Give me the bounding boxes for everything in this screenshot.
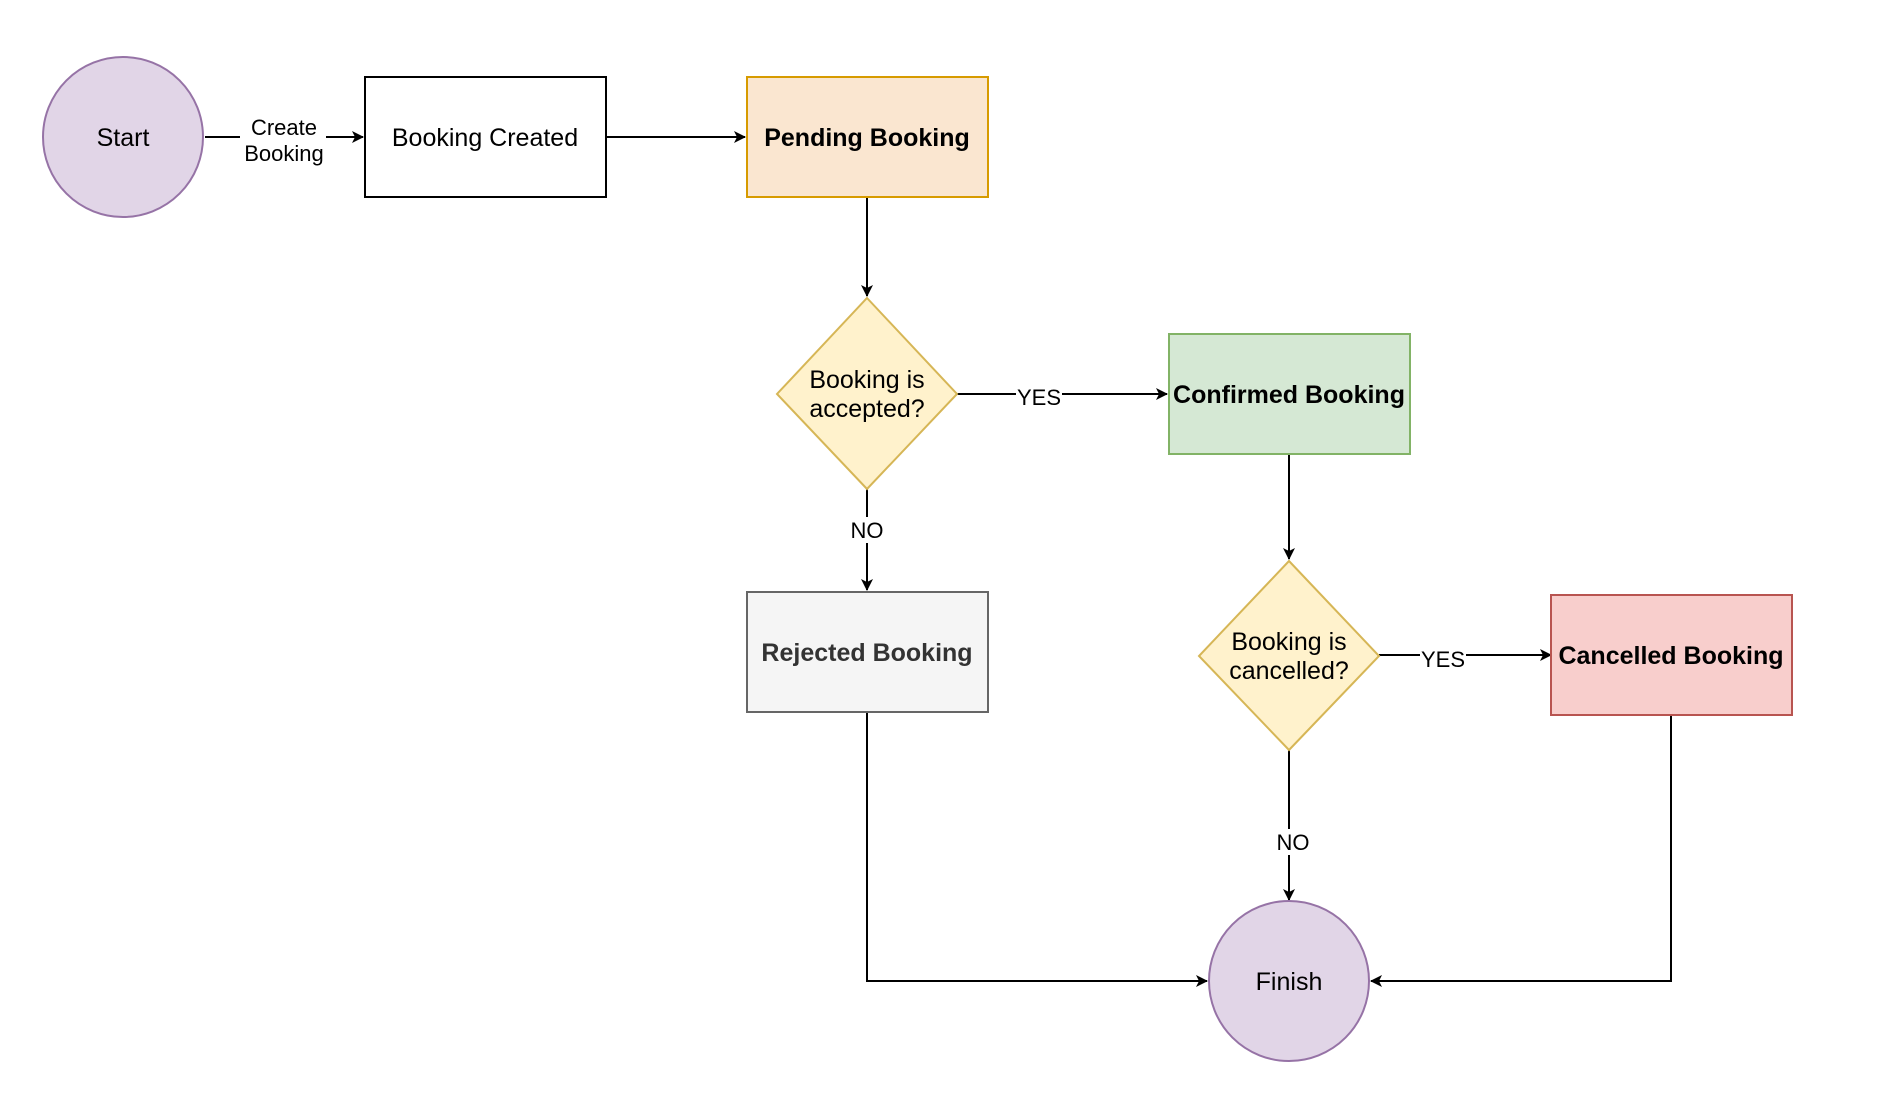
cancelled-booking-node-label: Cancelled Booking <box>1558 642 1783 670</box>
finish-node-label: Finish <box>1256 968 1323 996</box>
create-booking-label-line2: Booking <box>244 141 324 166</box>
accepted-yes-label-text: YES <box>1017 385 1061 410</box>
cancelled-yes-label-text: YES <box>1421 647 1465 672</box>
accepted-yes-label: YES <box>1016 384 1062 410</box>
cancelled-decision-node[interactable]: Booking is cancelled? <box>1197 559 1381 752</box>
confirmed-booking-node[interactable]: Confirmed Booking <box>1168 333 1411 455</box>
cancelled-no-label: NO <box>1273 829 1313 855</box>
finish-node[interactable]: Finish <box>1208 900 1370 1062</box>
booking-created-node[interactable]: Booking Created <box>364 76 607 198</box>
start-node-label: Start <box>97 124 150 152</box>
pending-booking-node-shape <box>746 76 989 198</box>
accepted-decision-label-line1: Booking is <box>809 366 924 394</box>
pending-booking-node-label: Pending Booking <box>764 124 970 152</box>
accepted-no-label-text: NO <box>851 518 884 543</box>
cancelled-booking-node-shape <box>1550 594 1793 716</box>
cancelled-decision-label-line2: cancelled? <box>1229 657 1349 685</box>
start-node[interactable]: Start <box>42 56 204 218</box>
rejected-booking-node[interactable]: Rejected Booking <box>746 591 989 713</box>
accepted-decision-node[interactable]: Booking is accepted? <box>775 296 959 491</box>
cancelled-booking-node[interactable]: Cancelled Booking <box>1550 594 1793 716</box>
accepted-decision-node-shape <box>775 296 959 491</box>
edge-cancelled-to-finish <box>1370 715 1672 987</box>
finish-node-shape <box>1208 900 1370 1062</box>
cancelled-no-label-text: NO <box>1277 830 1310 855</box>
cancelled-decision-node-shape <box>1197 559 1381 752</box>
create-booking-label: Create Booking <box>240 114 326 166</box>
nodes: Start Booking Created Pending Booking Bo… <box>42 56 1793 1062</box>
confirmed-booking-node-shape <box>1168 333 1411 455</box>
accepted-decision-label-line2: accepted? <box>809 395 924 423</box>
booking-created-node-label: Booking Created <box>392 124 578 152</box>
booking-created-node-shape <box>364 76 607 198</box>
rejected-booking-node-label: Rejected Booking <box>761 639 972 667</box>
cancelled-yes-label: YES <box>1420 646 1466 672</box>
accepted-no-label: NO <box>848 517 886 543</box>
pending-booking-node[interactable]: Pending Booking <box>746 76 989 198</box>
cancelled-decision-label-line1: Booking is <box>1231 628 1346 656</box>
rejected-booking-node-shape <box>746 591 989 713</box>
confirmed-booking-node-label: Confirmed Booking <box>1173 381 1405 409</box>
edge-labels: Create Booking YES NO YES NO <box>240 114 1466 855</box>
start-node-shape <box>42 56 204 218</box>
edges <box>205 131 1672 987</box>
edge-rejected-to-finish <box>866 712 1208 987</box>
create-booking-label-line1: Create <box>251 115 317 140</box>
